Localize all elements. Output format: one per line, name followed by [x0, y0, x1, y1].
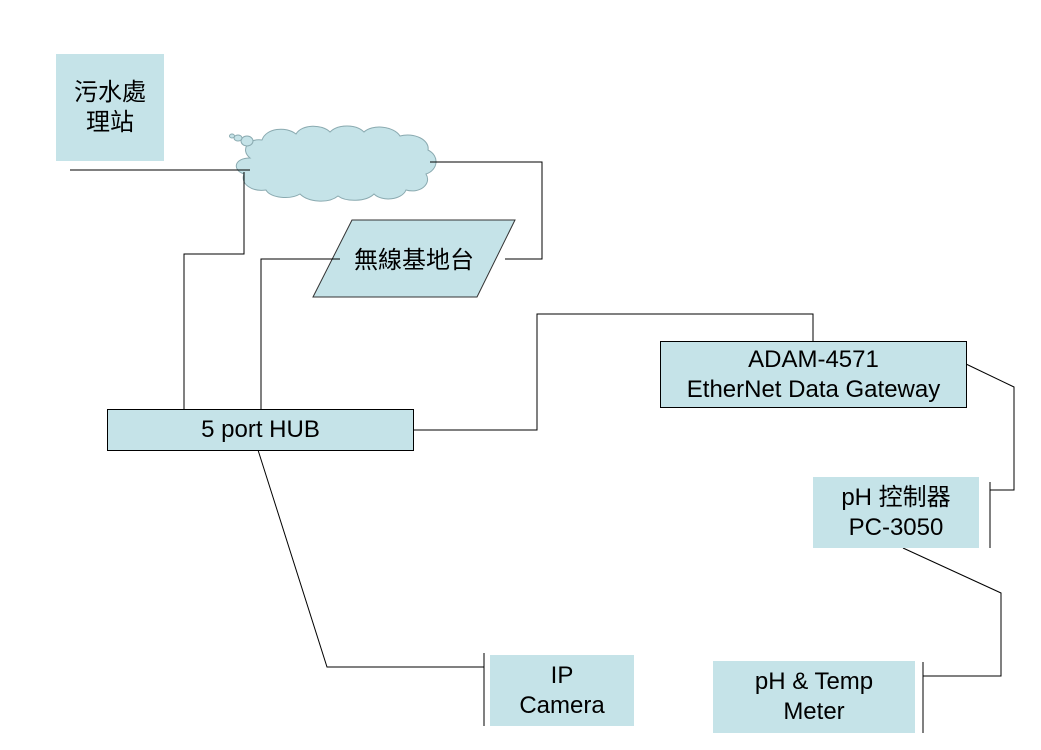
ip-camera-label-line2: Camera	[519, 691, 605, 719]
base-station-to-hub-line	[260, 258, 340, 409]
hub-to-camera-line	[257, 449, 484, 668]
hub-to-adam-line	[414, 313, 814, 431]
ph-meter-label-line1: pH & Temp	[754, 668, 874, 695]
ip-camera-label-line1: IP	[550, 661, 574, 689]
station-box: 污水處 理站	[56, 54, 164, 161]
adam-label-line1: ADAM-4571	[748, 345, 879, 373]
ph-controller-label-line1: pH 控制器	[841, 483, 951, 511]
cloud-to-base-station-line	[430, 161, 543, 260]
base-station-shape	[312, 219, 516, 298]
base-station-label: 無線基地台	[354, 247, 474, 274]
ph-controller-box: pH 控制器 PC-3050	[813, 477, 979, 548]
hub-label: 5 port HUB	[201, 416, 320, 443]
station-label-line2: 理站	[86, 108, 134, 136]
ph-meter-box: pH & Temp Meter	[713, 661, 915, 733]
ph-controller-to-meter-line	[902, 547, 1002, 677]
network-cloud-icon	[229, 125, 437, 202]
cloud-to-hub-line	[183, 172, 245, 409]
ph-controller-label-line2: PC-3050	[848, 513, 944, 541]
hub-box: 5 port HUB	[107, 409, 414, 451]
station-label-line1: 污水處	[74, 78, 146, 106]
adam-gateway-box: ADAM-4571 EtherNet Data Gateway	[660, 341, 967, 408]
ph-meter-label-line2: Meter	[783, 698, 845, 725]
ip-camera-box: IP Camera	[490, 655, 634, 726]
adam-label-line2: EtherNet Data Gateway	[686, 375, 941, 403]
adam-to-ph-controller-line	[965, 363, 1015, 491]
